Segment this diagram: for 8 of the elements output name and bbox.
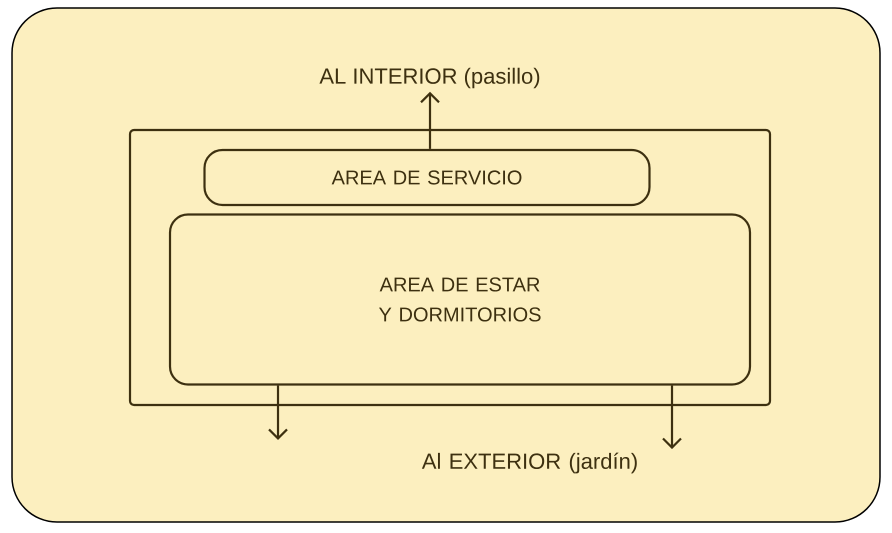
direction-label: Al EXTERIOR (jardín) [422,452,637,474]
outer-box [128,128,772,406]
arrow [268,386,288,440]
area-box: AREA DE ESTAR Y DORMITORIOS [168,213,752,386]
area-box: AREA DE SERVICIO [203,148,651,206]
arrow [420,92,440,149]
arrow [662,386,682,450]
direction-label: AL INTERIOR (pasillo) [319,68,540,88]
